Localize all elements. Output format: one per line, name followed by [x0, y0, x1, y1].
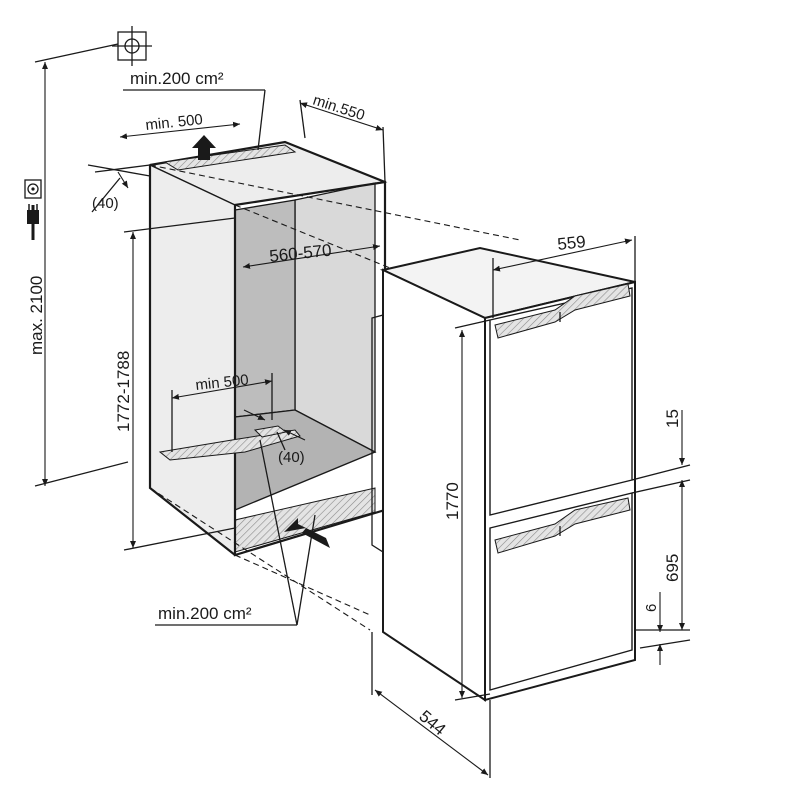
fridge-depth-label: 544	[415, 707, 449, 740]
top-vent-slot	[163, 144, 297, 171]
ground-leader	[34, 43, 119, 63]
fridge-depth-dimension	[371, 632, 491, 778]
top-width-dimension	[119, 121, 241, 140]
floor-gap-label: (40)	[278, 449, 305, 466]
top-width-label: min. 500	[145, 111, 204, 134]
top-air-arrow	[192, 135, 216, 160]
bottom-air-arrow	[284, 518, 330, 548]
top-depth-label: min.550	[311, 92, 367, 125]
max-height-label: max. 2100	[27, 276, 46, 355]
upper-door-handle	[494, 283, 631, 339]
fridge-width-dimension	[492, 236, 636, 318]
floor-width-dimension	[171, 373, 273, 452]
top-depth-dimension	[299, 99, 386, 183]
floor-vent-slot	[158, 429, 301, 461]
power-plug-icon	[27, 204, 39, 240]
gap-15-label: 15	[663, 409, 682, 428]
fridge-appliance	[371, 246, 636, 702]
niche-height-label: 1772-1788	[114, 351, 133, 432]
vent-top-label: min.200 cm²	[130, 69, 224, 88]
gap-6-label: 6	[643, 604, 660, 612]
projection-lines	[149, 164, 521, 631]
door-695-label: 695	[663, 554, 682, 582]
fridge-height-label: 1770	[443, 482, 462, 520]
top-gap-label: (40)	[92, 195, 119, 212]
floor-width-label: min 500	[195, 371, 250, 393]
ground-symbol-icon	[112, 26, 152, 66]
fridge-side-face	[382, 268, 486, 702]
max-height-dimension	[34, 62, 129, 487]
top-gap-dimension	[87, 164, 151, 213]
lower-door-handle	[494, 497, 631, 554]
right-dimension-lines	[631, 410, 691, 665]
niche-height-dimension	[123, 217, 236, 551]
vent-bottom-label: min.200 cm²	[158, 604, 252, 623]
fridge-width-label: 559	[556, 232, 586, 254]
power-socket-icon	[24, 179, 42, 199]
vent-bottom-leader	[155, 439, 316, 626]
floor-gap-dimension	[243, 409, 306, 451]
cabinet-niche	[147, 140, 388, 557]
cabinet-back-wall	[294, 182, 376, 454]
niche-width-dimension	[242, 244, 381, 269]
